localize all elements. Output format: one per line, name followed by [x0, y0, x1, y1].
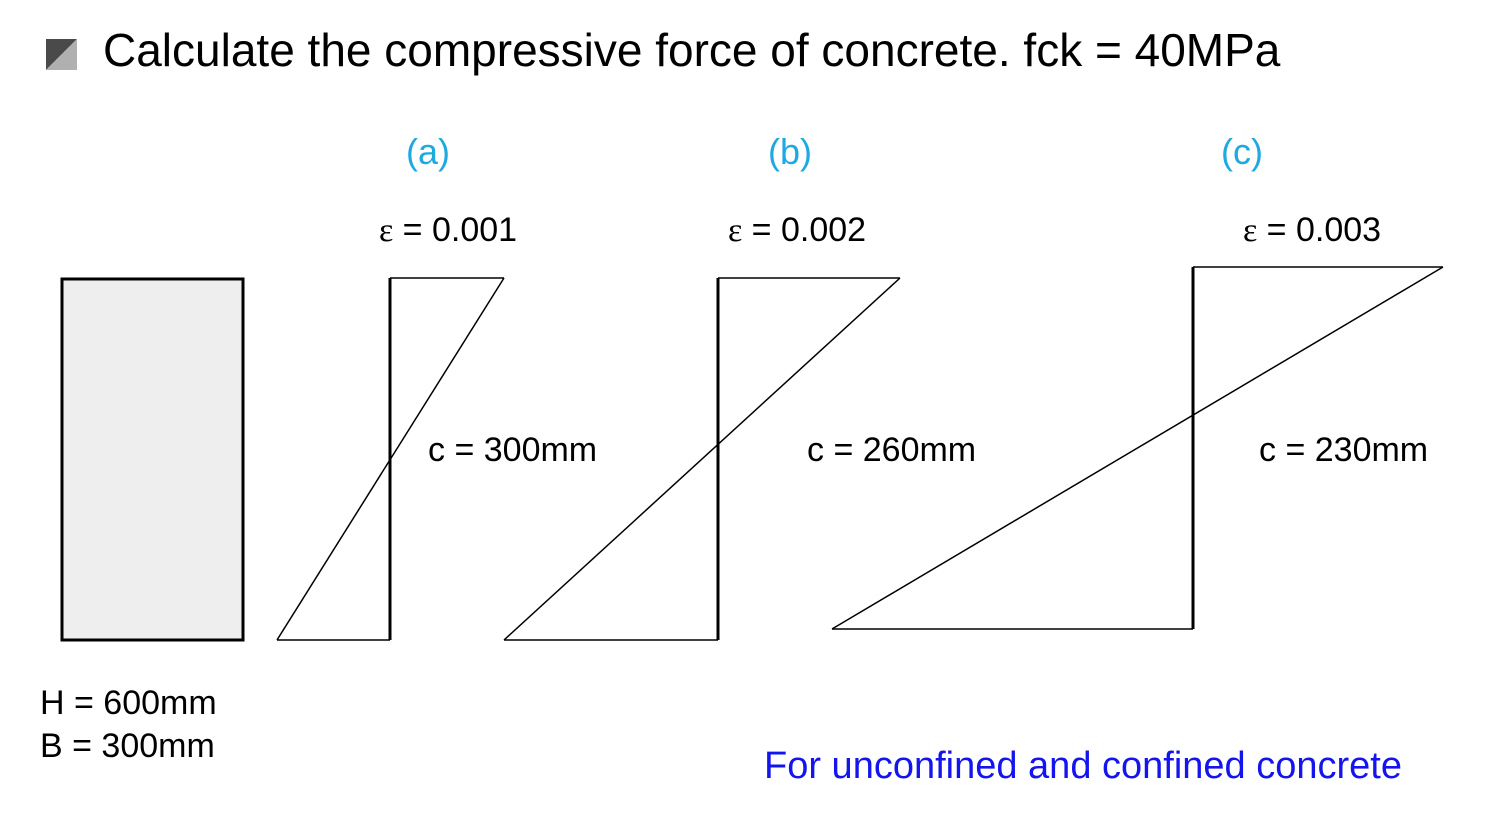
strain-value: = 0.003	[1257, 211, 1382, 249]
epsilon-symbol: ε	[727, 212, 743, 249]
beam-cross-section	[60, 277, 245, 642]
case-label-a: (a)	[406, 131, 450, 172]
page-title: Calculate the compressive force of concr…	[103, 24, 1281, 76]
strain-diagram-b	[503, 277, 901, 641]
height-label: H = 600mm	[40, 684, 217, 722]
width-label: B = 300mm	[40, 727, 215, 765]
neutral-axis-label-b: c = 260mm	[807, 431, 977, 469]
neutral-axis-label-a: c = 300mm	[428, 431, 598, 469]
strain-label-a: ε = 0.001	[379, 210, 517, 251]
strain-diagram-a	[276, 277, 505, 641]
case-label-c: (c)	[1221, 131, 1263, 172]
epsilon-symbol: ε	[1242, 212, 1258, 249]
square-bullet-icon	[46, 39, 77, 70]
strain-label-c: ε = 0.003	[1243, 210, 1381, 251]
strain-value: = 0.002	[742, 211, 867, 249]
strain-value: = 0.001	[393, 211, 518, 249]
concrete-type-note: For unconfined and confined concrete	[764, 745, 1402, 787]
epsilon-symbol: ε	[378, 212, 394, 249]
neutral-axis-label-c: c = 230mm	[1259, 431, 1429, 469]
strain-label-b: ε = 0.002	[728, 210, 866, 251]
strain-diagram-c	[831, 266, 1444, 630]
case-label-b: (b)	[768, 131, 812, 172]
section-dimensions: H = 600mm B = 300mm	[40, 682, 217, 768]
